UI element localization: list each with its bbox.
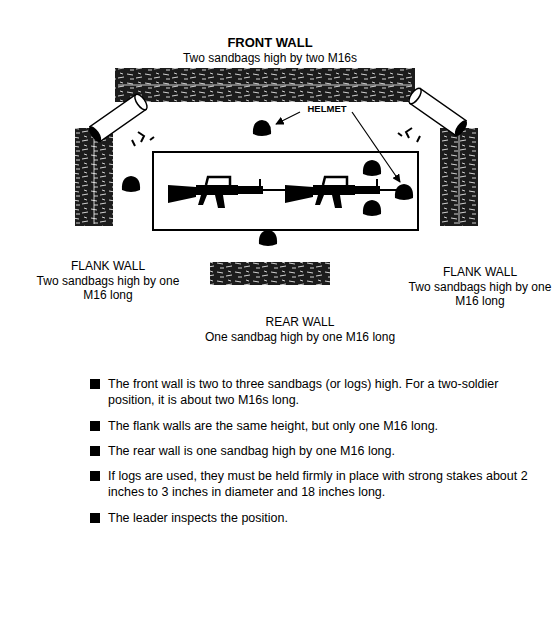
wall-spec: Two sandbags high by two M16s [130,52,410,66]
helmet [259,230,277,246]
corner-tube [87,92,150,143]
callout-label: HELMET [303,104,351,115]
wall-spec: Two sandbags high by one M16 long [405,281,555,309]
debris [398,128,420,142]
position-outline [153,152,418,230]
helmet [363,160,381,176]
bullet-note: The leader inspects the position. [90,510,540,526]
bullet-note: The rear wall is one sandbag high by one… [90,443,540,459]
sandbag-seam [118,85,412,86]
right-flank-wall [440,128,478,226]
helmet [363,200,381,216]
front-wall [115,68,415,102]
bullet-note: The flank walls are the same height, but… [90,418,540,434]
wall-title: FLANK WALL [405,266,555,280]
m16-rifle [285,177,405,208]
leader-line [352,112,400,182]
debris [132,132,154,146]
wall-spec: One sandbag high by one M16 long [150,331,450,345]
m16-rifle [168,177,288,208]
bullet-note: The front wall is two to three sandbags … [90,376,540,409]
wall-title: FLANK WALL [33,260,183,274]
wall-spec: Two sandbags high by one M16 long [33,275,183,303]
sandbag-seam [94,130,95,224]
corner-tube [407,86,470,137]
helmet [253,120,271,136]
bullet-note: If logs are used, they must be held firm… [90,468,540,501]
wall-title: REAR WALL [180,316,420,330]
rear-wall [210,262,330,285]
sandbag-seam [459,130,460,224]
helmet [122,176,140,192]
helmet [395,184,413,200]
wall-title: FRONT WALL [170,36,370,51]
left-flank-wall [75,128,113,226]
leader-line [276,112,300,124]
